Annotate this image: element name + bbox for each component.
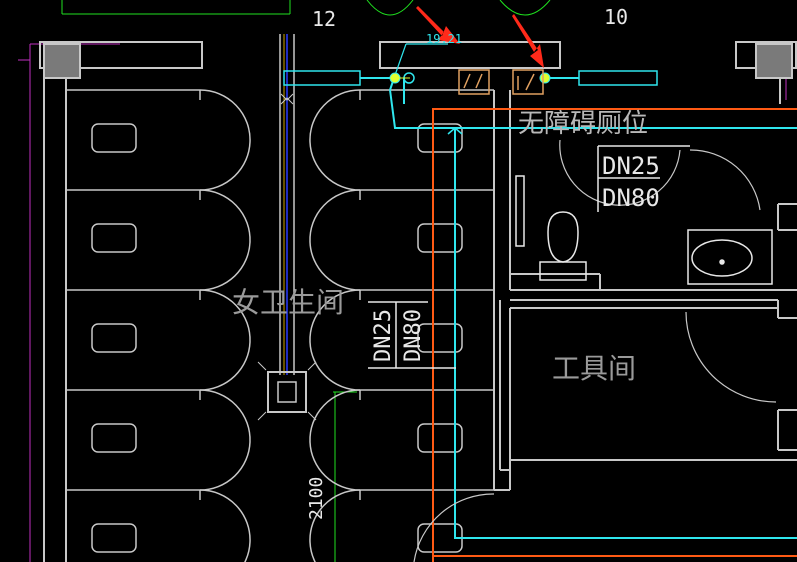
- stall-door-arc-left: [199, 189, 251, 243]
- toilet-fixture-icon: [91, 523, 137, 553]
- riser-break-mark: [280, 93, 294, 105]
- pipe-tag-top: 19.21: [426, 32, 462, 46]
- stall-door-arc-left-2: [199, 441, 251, 491]
- grid-bubble-12-arc: [366, 0, 414, 16]
- stall-row-right: [309, 89, 494, 562]
- stall-door-arc-left-2: [199, 141, 251, 191]
- stall-door-arc-right: [309, 389, 361, 443]
- grid-bubble-10-arc: [499, 0, 551, 16]
- right-pipe-size-dn80: DN80: [602, 184, 660, 212]
- toilet-fixture-icon: [417, 423, 463, 453]
- drainage-pipe: [432, 108, 797, 562]
- floor-drain-icon: [267, 371, 307, 413]
- walls: [39, 41, 797, 562]
- column-right: [755, 43, 793, 79]
- stall-door-arc-right: [309, 89, 361, 143]
- toilet-fixture-icon: [417, 123, 463, 153]
- wash-basin-icon: [687, 229, 773, 285]
- stall-door-arc-left: [199, 489, 251, 543]
- water-supply-pipe: [283, 43, 797, 539]
- door-swings: [413, 139, 777, 562]
- riser-pipe: [257, 34, 317, 421]
- stall-door-arc-left-2: [199, 341, 251, 391]
- toilet-fixture-icon: [91, 323, 137, 353]
- right-pipe-size-dn25: DN25: [602, 152, 660, 180]
- stall-door-arc-right-2: [309, 241, 361, 291]
- grid-label-10: 10: [604, 5, 628, 29]
- stall-door-arc-right-2: [309, 541, 316, 562]
- pipe-spec-callout-left: [368, 301, 456, 369]
- stall-door-arc-right-2: [309, 341, 361, 391]
- wall-top-left: [39, 41, 203, 69]
- left-pipe-size-dn25: DN25: [371, 309, 396, 362]
- stall-door-arc-left-2: [199, 241, 251, 291]
- toilet-fixture-icon: [417, 223, 463, 253]
- pipe-spec-callout-right: [597, 145, 690, 212]
- stall-door-arc-right-2: [309, 441, 361, 491]
- left-pipe-size-dn80: DN80: [401, 309, 426, 362]
- stall-door-arc-right: [309, 489, 361, 543]
- stall-door-arc-right: [309, 189, 361, 243]
- red-arrow-pointer-icon: [416, 6, 544, 68]
- grid-label-12: 12: [312, 7, 336, 31]
- yellow-valve-node-icon[interactable]: [389, 72, 551, 84]
- stall-door-arc-right: [309, 289, 361, 343]
- toilet-fixture-icon: [91, 223, 137, 253]
- stall-door-arc-right-2: [309, 141, 361, 191]
- column-left: [43, 43, 81, 79]
- stall-door-arc-left-2: [244, 541, 251, 562]
- dimension-2100: 2100: [306, 477, 327, 520]
- stall-door-arc-left: [199, 89, 251, 143]
- stall-door-arc-left: [199, 289, 251, 343]
- stall-row-left: [66, 89, 251, 562]
- toilet-fixture-icon: [91, 123, 137, 153]
- toilet-fixture-icon: [417, 323, 463, 353]
- room-label-womens-wc: 女卫生间: [232, 286, 344, 319]
- fixture-markers: [458, 69, 544, 95]
- toilet-fixture-icon: [91, 423, 137, 453]
- wall-top-middle: [379, 41, 561, 69]
- room-label-accessible-wc: 无障碍厕位: [518, 109, 648, 139]
- stall-door-arc-left: [199, 389, 251, 443]
- room-label-tool-room: 工具间: [552, 352, 636, 385]
- structural-column-icon: [43, 43, 793, 79]
- toilet-fixture-icon: [515, 175, 587, 281]
